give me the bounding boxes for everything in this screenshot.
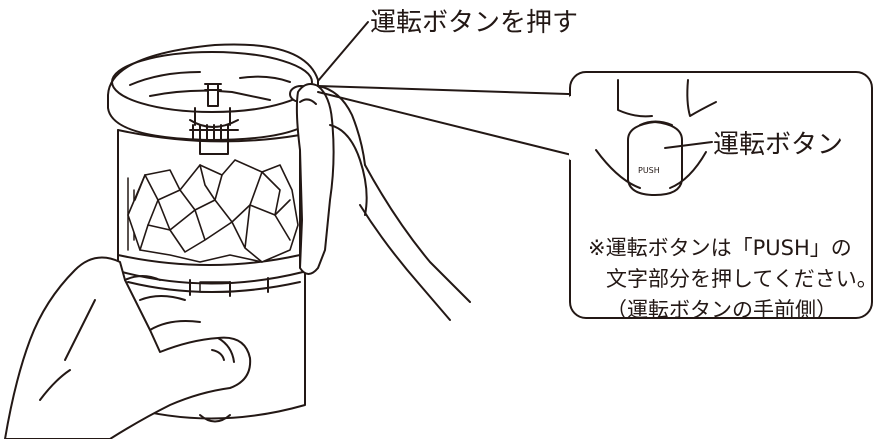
callout-bubble [317,71,873,319]
note-line-1: ※運転ボタンは「PUSH」の [588,236,852,260]
push-print-label: PUSH [638,166,660,175]
note-line-3: （運転ボタンの手前側） [606,298,837,322]
enlarged-button [595,79,717,196]
callout-frame [569,71,873,319]
center-shaft [189,83,239,155]
left-hand [4,256,252,440]
lid-top-ellipse [111,51,313,113]
callout-pointer [317,85,601,163]
leader-line [311,21,369,89]
press-button-label: 運転ボタンを押す [370,8,579,38]
callout-button-label: 運転ボタン [713,130,844,160]
right-hand [295,83,471,321]
note-line-2: 文字部分を押してください。 [606,267,878,291]
chopped-food [127,159,299,263]
